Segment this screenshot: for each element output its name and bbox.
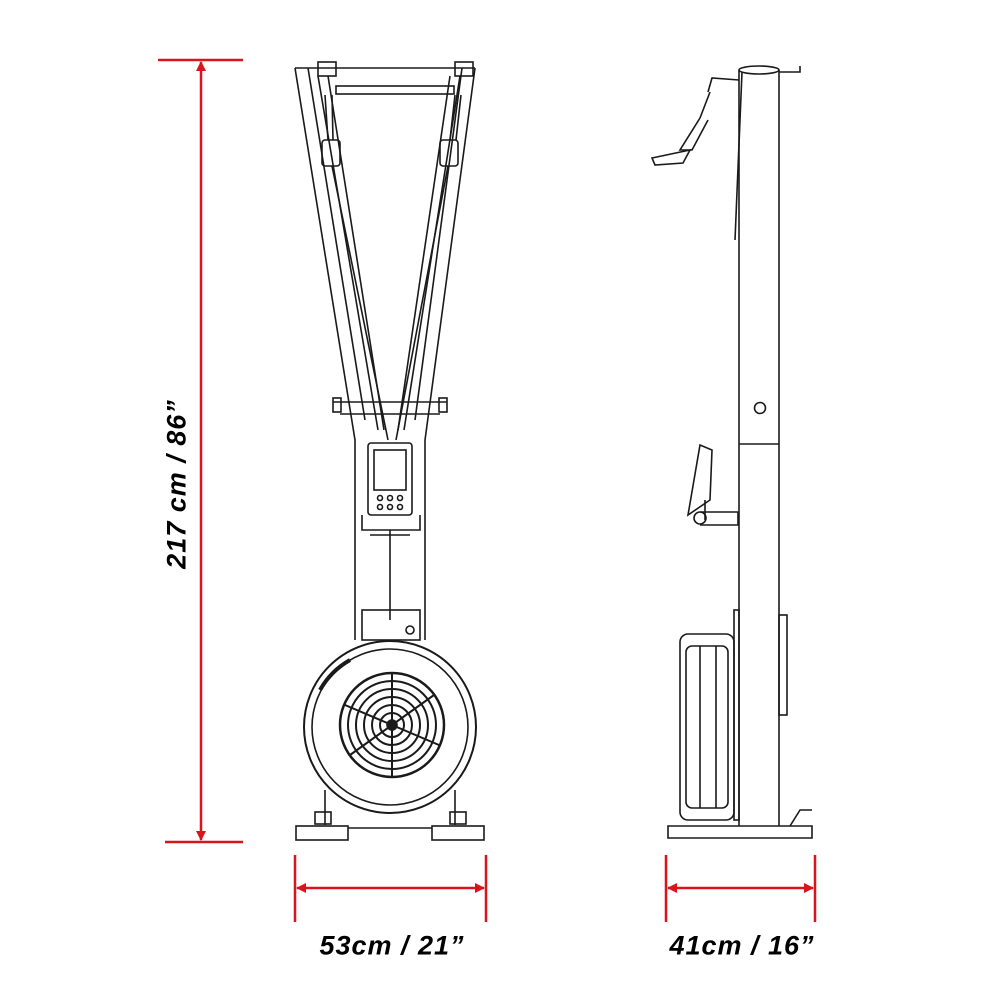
depth-label: 41cm / 16” [669,930,815,961]
front-view [294,61,485,841]
depth-dimension-line [664,855,817,922]
width-label: 53cm / 21” [319,930,465,961]
width-dimension-line [293,855,488,922]
height-dimension-line [158,58,243,844]
side-view [650,65,813,839]
height-label: 217 cm / 86” [161,399,192,569]
